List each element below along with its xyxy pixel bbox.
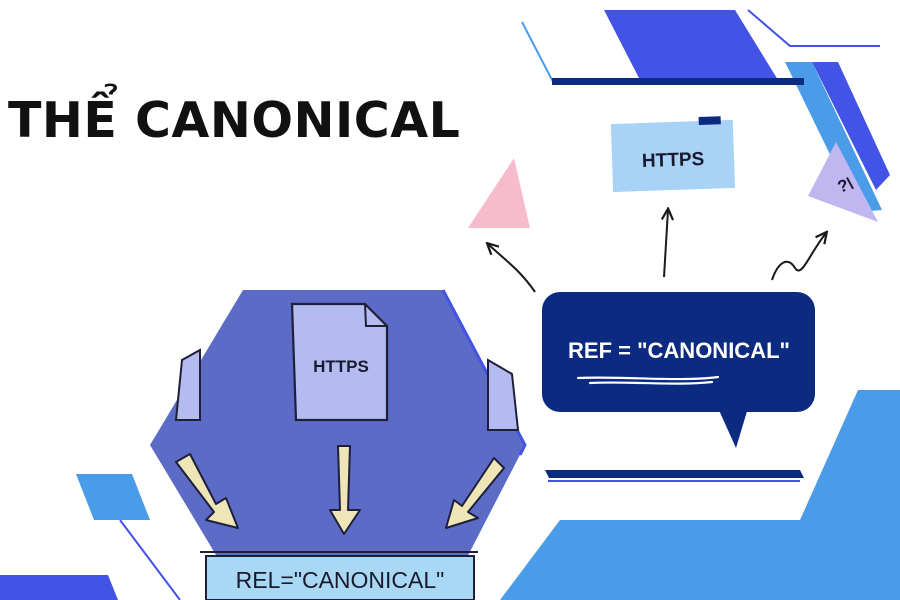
right-background-shapes (500, 9, 900, 600)
left-blue-stroke (119, 519, 181, 600)
squiggle-arrow-icon (771, 233, 826, 281)
top-outline-stroke (521, 21, 578, 81)
down-arrow-icon (445, 457, 505, 529)
curved-arrow-icon (488, 244, 536, 293)
speech-bubble-tail (718, 408, 748, 448)
right-blue-strip-2 (812, 62, 890, 190)
top-thin-stroke (747, 9, 880, 47)
document-icon (174, 348, 201, 421)
navy-bottom-strip (545, 470, 804, 478)
down-arrow-icon (175, 453, 239, 529)
straight-arrow-icon (664, 210, 668, 278)
hexagon-shape (150, 290, 525, 600)
navy-top-strip (552, 78, 804, 85)
bottom-right-blue-shape (500, 390, 900, 600)
https-card-label: HTTPS (642, 149, 705, 172)
hexagon-panel: HTTPS REL="CANONICAL" (150, 289, 527, 600)
banner-label: REL="CANONICAL" (236, 567, 445, 593)
down-arrow-icon (329, 445, 361, 535)
left-blue-block (76, 474, 150, 520)
top-blue-bar (604, 10, 778, 80)
bottom-left-navy-bar (0, 575, 118, 600)
right-triangle-label: ?\ (835, 174, 856, 197)
page-title: THỂ CANONICAL (8, 92, 461, 149)
speech-bubble: REF = "CANONICAL" (542, 292, 815, 448)
pink-triangle (468, 158, 530, 228)
bubble-label: REF = "CANONICAL" (568, 338, 790, 363)
right-panel: ?\ HTTPS REF = "CANONICAL" (468, 116, 878, 448)
card-tab (698, 116, 721, 126)
bubble-underline (576, 375, 720, 385)
canonical-banner (205, 555, 475, 600)
https-card: HTTPS (610, 116, 736, 193)
document-icon (487, 358, 520, 431)
doc-label: HTTPS (313, 357, 369, 376)
lavender-triangle (808, 142, 878, 222)
center-document-icon: HTTPS (290, 302, 389, 422)
left-background-shapes (0, 474, 181, 600)
right-blue-strip (785, 62, 882, 212)
hexagon-edge-highlight (441, 289, 527, 456)
